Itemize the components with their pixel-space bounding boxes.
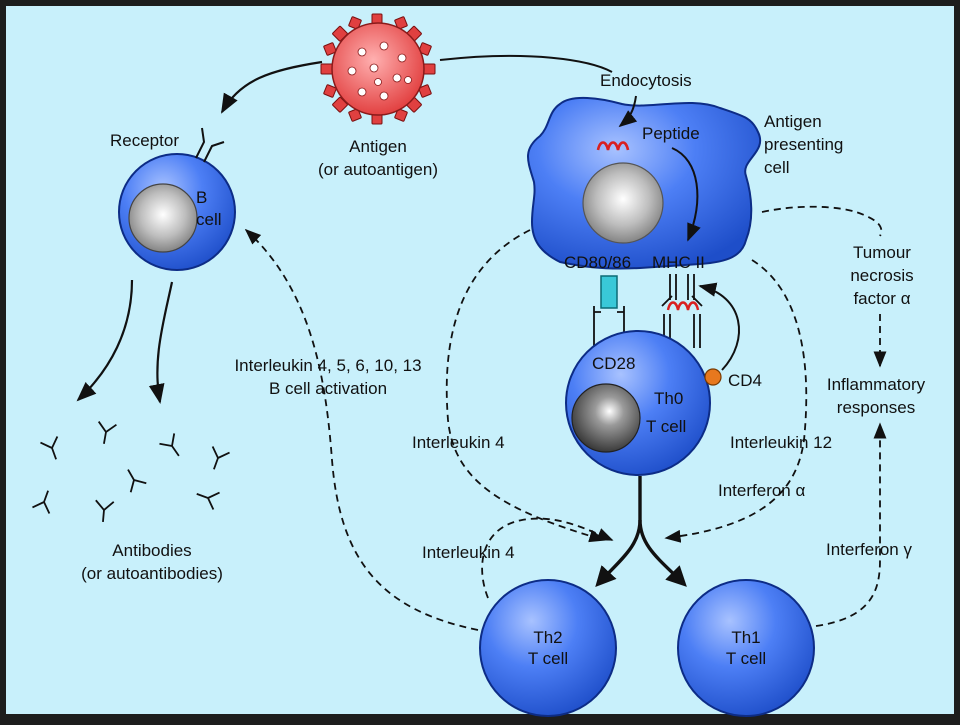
cd4-label: CD4 <box>728 371 762 390</box>
b-cell-nucleus <box>128 183 198 253</box>
apc-label-line2: presenting <box>764 135 843 154</box>
b-cell-activation-label: B cell activation <box>269 379 387 398</box>
tnf-label-line2: necrosis <box>850 266 913 285</box>
b-cell-sublabel: cell <box>196 210 222 229</box>
il12-label: Interleukin 12 <box>730 433 832 452</box>
peptide-icon <box>596 141 630 151</box>
antibody-icon <box>95 499 115 523</box>
antibody-icon <box>159 433 180 457</box>
mhc-label: MHC II <box>652 253 705 272</box>
endocytosis-label: Endocytosis <box>600 71 692 90</box>
antibodies-sublabel: (or autoantibodies) <box>81 564 223 583</box>
mhc-ii-molecule <box>661 274 703 348</box>
arrow-endocytosis <box>618 95 638 128</box>
th2-label: Th2 <box>533 628 562 647</box>
cd80-molecule <box>600 275 618 309</box>
diagram-background <box>6 6 954 714</box>
tnf-label-line1: Tumour <box>853 243 911 262</box>
th1-sublabel: T cell <box>726 649 766 668</box>
antibody-icon <box>211 446 230 470</box>
th1-t-cell <box>677 579 815 717</box>
arrow-th0-to-th1 <box>638 519 687 587</box>
receptor-label: Receptor <box>110 131 179 150</box>
responses-label: responses <box>837 398 915 417</box>
th0-sublabel: T cell <box>646 417 686 436</box>
antibodies-label: Antibodies <box>112 541 191 560</box>
cd28-receptor <box>593 306 625 348</box>
inflammatory-label: Inflammatory <box>827 375 926 394</box>
antibody-icon <box>40 436 59 460</box>
th0-nucleus <box>571 383 641 453</box>
arrow-cd4-to-mhc <box>698 282 741 371</box>
peptide-label: Peptide <box>642 124 700 143</box>
arrow-antigen-to-bcell <box>221 60 323 114</box>
arrow-bcell-to-antibodies-left <box>76 279 134 402</box>
arrow-th1-to-inflammatory <box>815 422 887 627</box>
th2-sublabel: T cell <box>528 649 568 668</box>
th1-label: Th1 <box>731 628 760 647</box>
arrow-th2-autocrine-il4 <box>481 517 614 599</box>
cd80-label: CD80/86 <box>564 253 631 272</box>
antibody-icons <box>32 421 230 523</box>
antibody-icon <box>196 491 220 510</box>
arrow-apc-il12-ifn <box>664 259 808 543</box>
arrow-apc-il4 <box>445 229 606 543</box>
antigen-sublabel: (or autoantigen) <box>318 160 438 179</box>
th0-label: Th0 <box>654 389 683 408</box>
ifn-alpha-label: Interferon α <box>718 481 805 500</box>
b-cell-receptor <box>195 127 225 163</box>
th2-t-cell <box>479 579 617 717</box>
presented-peptide-icon <box>666 301 700 311</box>
antibody-icon <box>127 469 147 493</box>
apc-label-line1: Antigen <box>764 112 822 131</box>
antigen-label: Antigen <box>349 137 407 156</box>
apc-label-line3: cell <box>764 158 790 177</box>
b-cell-label: B <box>196 188 207 207</box>
antibody-icon <box>32 490 51 514</box>
tnf-label-line3: factor α <box>853 289 910 308</box>
il4-th2-label: Interleukin 4 <box>422 543 515 562</box>
cd28-label: CD28 <box>592 354 635 373</box>
antigen-particle <box>320 13 436 125</box>
apc-nucleus <box>582 162 664 244</box>
cd4-molecule <box>704 368 722 386</box>
arrow-bcell-to-antibodies-right <box>148 281 174 404</box>
antibody-icon <box>97 421 117 444</box>
line-antigen-to-apc <box>439 54 613 73</box>
line-apc-to-tnf <box>761 205 883 237</box>
il-b-activation-label: Interleukin 4, 5, 6, 10, 13 <box>234 356 421 375</box>
arrow-peptide-to-mhc <box>671 147 701 242</box>
ifn-gamma-label: Interferon γ <box>826 540 912 559</box>
arrow-th2-to-bcell <box>244 228 479 631</box>
il4-label: Interleukin 4 <box>412 433 505 452</box>
